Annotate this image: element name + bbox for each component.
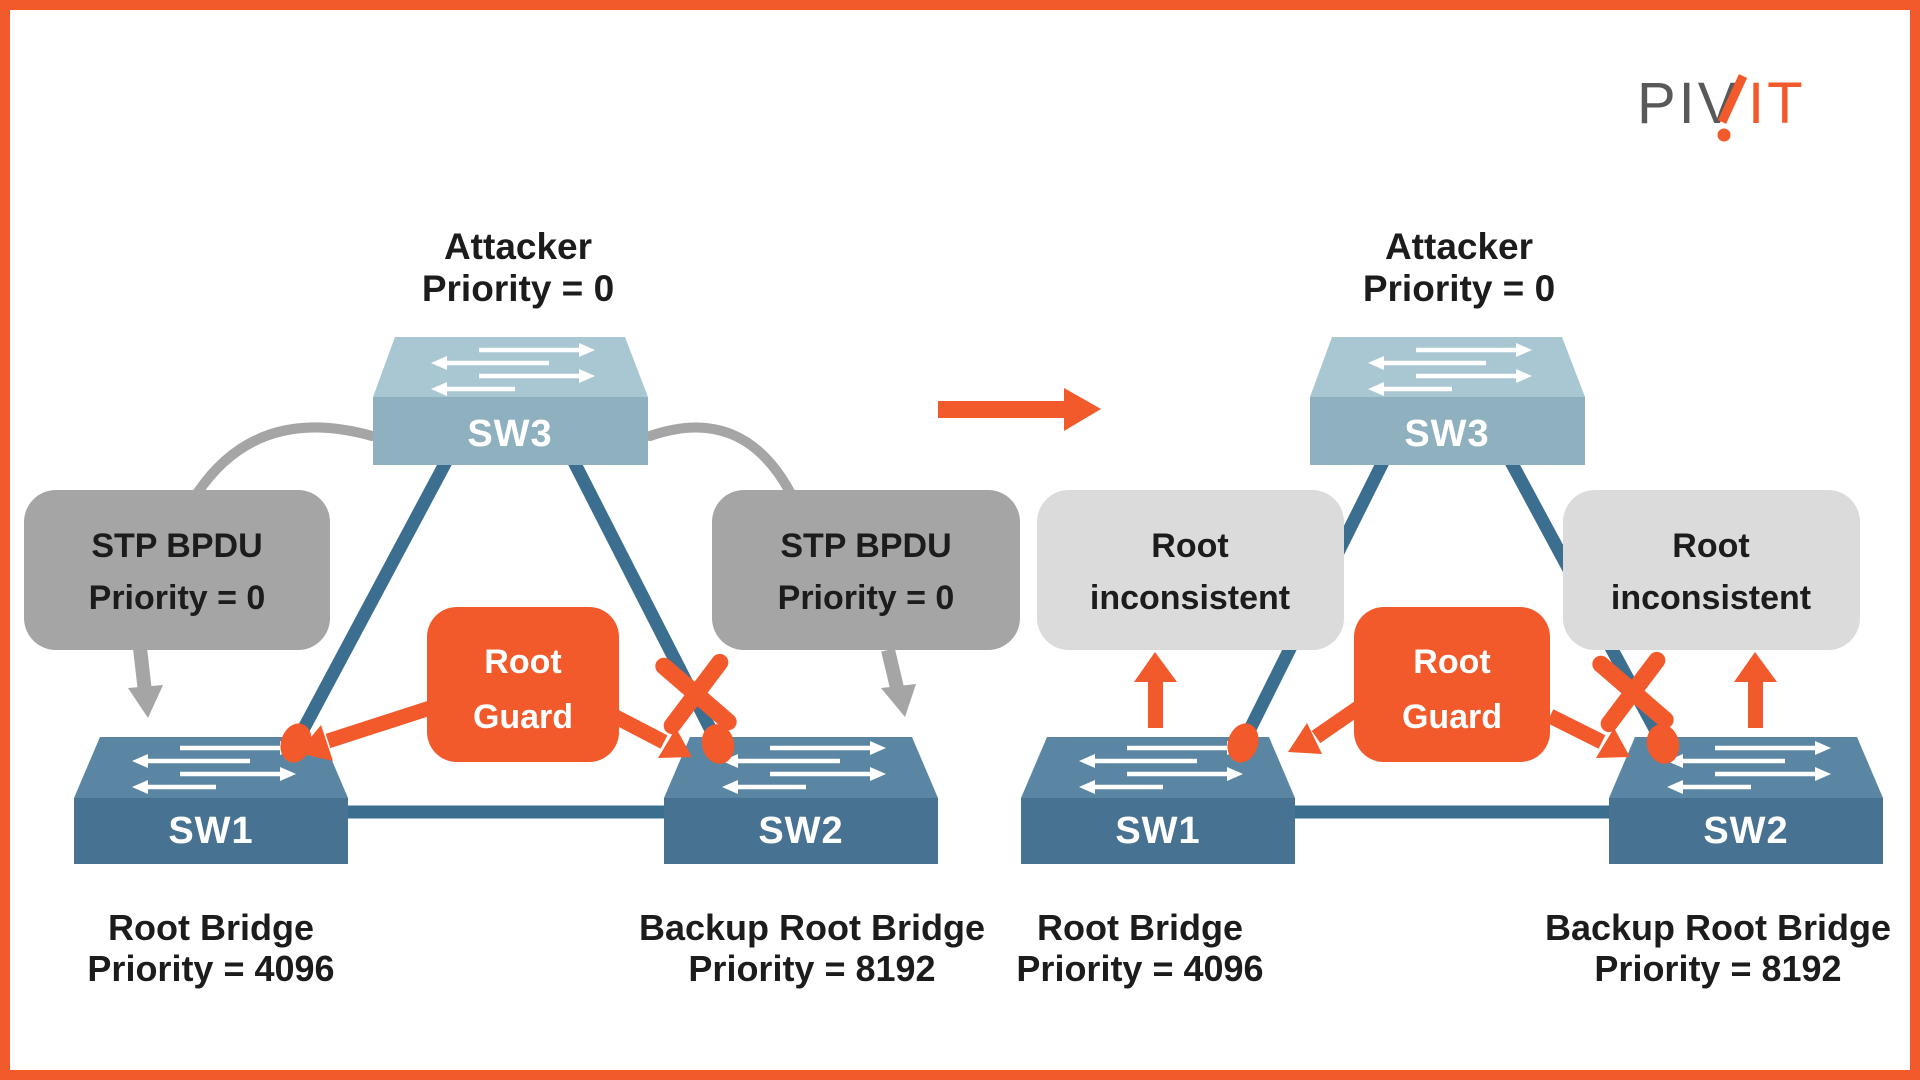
root-guard-rect — [1354, 607, 1550, 762]
transition-arrow — [938, 388, 1101, 431]
root-guard-line2: Guard — [1402, 698, 1502, 736]
sw3-front-face — [373, 397, 648, 465]
bpdu-curve-to-sw1-callout — [193, 422, 377, 497]
sw2-label: SW2 — [758, 810, 843, 852]
root-inconsistent-line2: inconsistent — [1090, 579, 1290, 617]
root-inconsistent-line1: Root — [1151, 527, 1228, 565]
link-sw3-sw1 — [290, 456, 453, 747]
sw1-guarded-port — [1227, 723, 1259, 763]
sw2-guarded-port — [1646, 724, 1680, 764]
root-inconsistent-callout-sw1: Root inconsistent — [1037, 490, 1344, 650]
root-inconsistent-box — [1037, 490, 1344, 650]
attacker-caption-line2: Priority = 0 — [1363, 268, 1555, 309]
stp-bpdu-callout-box — [712, 490, 1020, 650]
sw2-caption-line1: Backup Root Bridge — [1545, 907, 1891, 948]
root-inconsistent-callout-sw2: Root inconsistent — [1563, 490, 1860, 650]
root-guard-box: Root Guard — [1354, 607, 1550, 762]
switch-sw3: SW3 — [373, 337, 648, 465]
sw1-guarded-port — [280, 723, 312, 763]
left-diagram-before-root-guard: SW3 SW1 SW2 STP BPDU Priority = 0 STP BP… — [24, 226, 1020, 989]
sw2-front-face — [664, 798, 938, 864]
pivit-logo-gray-text: PIV — [1637, 71, 1740, 136]
root-guard-line1: Root — [484, 643, 561, 681]
root-guard-arrow-to-sw2-port — [1546, 709, 1630, 758]
blocked-link-x — [655, 653, 737, 735]
pivit-logo-orange-text: IT — [1748, 71, 1806, 136]
sw2-front-face — [1609, 798, 1883, 864]
root-inconsistent-box — [1563, 490, 1860, 650]
sw2-caption-line1: Backup Root Bridge — [639, 907, 985, 948]
sw3-front-face — [1310, 397, 1585, 465]
attacker-caption-line1: Attacker — [1385, 226, 1533, 267]
attacker-caption-line2: Priority = 0 — [422, 268, 614, 309]
pivit-logo-slash — [1717, 74, 1748, 124]
sw1-front-face — [1021, 798, 1295, 864]
switch-sw2: SW2 — [664, 737, 938, 864]
root-inconsistent-line2: inconsistent — [1611, 579, 1811, 617]
root-guard-rect — [427, 607, 619, 762]
switch-sw1: SW1 — [74, 737, 348, 864]
sw2-guarded-port — [701, 724, 735, 764]
sw2-label: SW2 — [1703, 810, 1788, 852]
switch-sw1: SW1 — [1021, 737, 1295, 864]
root-guard-box: Root Guard — [427, 607, 619, 762]
switch-sw3: SW3 — [1310, 337, 1585, 465]
pivit-logo-dot — [1717, 128, 1731, 142]
root-inconsistent-arrow-sw1 — [1134, 652, 1177, 728]
sw3-label: SW3 — [467, 413, 552, 455]
blocked-link-x — [1592, 651, 1674, 733]
stp-bpdu-callout-sw1: STP BPDU Priority = 0 — [24, 490, 330, 650]
sw3-label: SW3 — [1404, 413, 1489, 455]
sw2-caption-line2: Priority = 8192 — [1594, 948, 1841, 989]
root-inconsistent-line1: Root — [1672, 527, 1749, 565]
stp-bpdu-line1: STP BPDU — [91, 527, 262, 565]
stp-bpdu-callout-sw2: STP BPDU Priority = 0 — [712, 490, 1020, 650]
switch-sw2: SW2 — [1609, 737, 1883, 864]
stp-bpdu-callout-box — [24, 490, 330, 650]
attacker-caption-line1: Attacker — [444, 226, 592, 267]
root-guard-arrow-to-sw2-port — [610, 709, 692, 758]
root-guard-line1: Root — [1413, 643, 1490, 681]
sw2-caption-line2: Priority = 8192 — [688, 948, 935, 989]
stp-bpdu-line2: Priority = 0 — [778, 579, 955, 617]
sw1-caption-line2: Priority = 4096 — [1016, 948, 1263, 989]
sw1-front-face — [74, 798, 348, 864]
stp-bpdu-line2: Priority = 0 — [89, 579, 266, 617]
bpdu-arrow-to-sw1 — [128, 647, 163, 718]
root-guard-arrow-to-sw1-port — [1288, 701, 1363, 754]
sw1-caption-line1: Root Bridge — [108, 907, 314, 948]
root-inconsistent-arrow-sw2 — [1734, 652, 1777, 728]
sw1-caption-line2: Priority = 4096 — [87, 948, 334, 989]
stp-bpdu-line1: STP BPDU — [780, 527, 951, 565]
bpdu-curve-to-sw2-callout — [645, 422, 795, 497]
sw1-caption-line1: Root Bridge — [1037, 907, 1243, 948]
bpdu-arrow-to-sw2 — [881, 648, 916, 717]
right-diagram-after-root-guard: SW3 SW1 SW2 Root inconsistent Root incon… — [1016, 226, 1891, 989]
sw1-label: SW1 — [1115, 810, 1200, 852]
sw1-label: SW1 — [168, 810, 253, 852]
root-guard-line2: Guard — [473, 698, 573, 736]
pivit-logo: PIV IT — [1637, 71, 1806, 142]
